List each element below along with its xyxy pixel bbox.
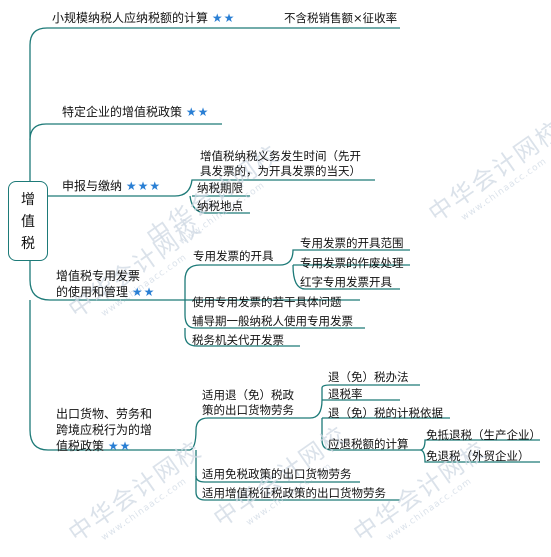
small-scale-formula[interactable]: 不含税销售额×征收率 (284, 11, 398, 25)
root-node-vat[interactable]: 增 值 税 (8, 181, 48, 261)
exp-refund-rate[interactable]: 退税率 (328, 387, 363, 401)
star-rating: ★★ (131, 285, 156, 299)
inv-issue-red[interactable]: 红字专用发票开具 (300, 275, 392, 289)
star-rating: ★★ (185, 105, 210, 119)
inv-tax-office[interactable]: 税务机关代开发票 (192, 333, 284, 347)
connector-inv-issue-red (292, 264, 400, 290)
connector-inv-transition (184, 300, 365, 329)
connector-exp-calc-split2 (419, 449, 540, 463)
decl-period[interactable]: 纳税期限 (197, 181, 243, 195)
connector-trunk-up (29, 27, 280, 181)
connector-decl-place (189, 195, 250, 214)
exp-refund-method[interactable]: 退（免）税办法 (328, 370, 409, 384)
mindmap-connectors (29, 27, 540, 501)
exp-refund-basis[interactable]: 退（免）税的计税依据 (328, 406, 443, 420)
branch-declaration[interactable]: 申报与缴纳 ★★★ (62, 179, 162, 193)
inv-issue-void[interactable]: 专用发票的作废处理 (300, 256, 404, 270)
inv-issue-scope[interactable]: 专用发票的开具范围 (300, 236, 404, 250)
exp-refund-policy[interactable]: 适用退（免）税政 策的出口货物劳务 (202, 388, 294, 417)
connector-exp-levy (195, 476, 400, 501)
star-rating: ★★ (107, 439, 132, 453)
branch-special-enterprise[interactable]: 特定企业的增值税政策 ★★ (62, 105, 210, 119)
inv-issue[interactable]: 专用发票的开具 (193, 249, 274, 263)
connector-inv-taxoffice (184, 328, 300, 347)
exp-exempt-goods[interactable]: 适用免税政策的出口货物劳务 (202, 467, 352, 481)
inv-issues-q[interactable]: 使用专用发票的若干具体问题 (192, 295, 342, 309)
star-rating: ★★★ (125, 179, 162, 193)
exp-exempt-refund[interactable]: 免退税（外贸企业） (426, 449, 530, 463)
star-rating: ★★ (211, 11, 236, 25)
decl-obligation-time[interactable]: 增值税纳税义务发生时间（先开 具发票的，为开具发票的当天） (200, 149, 361, 178)
branch-export[interactable]: 出口货物、劳务和 跨境应税行为的增 值税政策 ★★ (56, 407, 153, 453)
connector-trunk-export (29, 300, 190, 451)
exp-exempt-offset[interactable]: 免抵退税（生产企业） (426, 428, 541, 442)
inv-transition[interactable]: 辅导期一般纳税人使用专用发票 (192, 314, 353, 328)
connector-inv-issue-split (279, 249, 410, 266)
connector-special-enterprise (29, 123, 222, 141)
decl-place[interactable]: 纳税地点 (197, 199, 243, 213)
branch-small-scale[interactable]: 小规模纳税人应纳税额的计算 ★★ (52, 11, 236, 25)
exp-levy-goods[interactable]: 适用增值税征税政策的出口货物劳务 (202, 486, 386, 500)
connector-exp-calc (321, 418, 420, 451)
branch-invoice[interactable]: 增值税专用发票 的使用和管理 ★★ (56, 269, 156, 299)
connector-trunk-down (29, 261, 185, 301)
connector-inv-issue-hub (184, 264, 280, 300)
connector-decl-hub (174, 179, 375, 197)
connector-exp-refund-hub (189, 417, 310, 451)
connector-exp-method (309, 384, 420, 419)
exp-refund-calc[interactable]: 应退税额的计算 (328, 437, 409, 451)
